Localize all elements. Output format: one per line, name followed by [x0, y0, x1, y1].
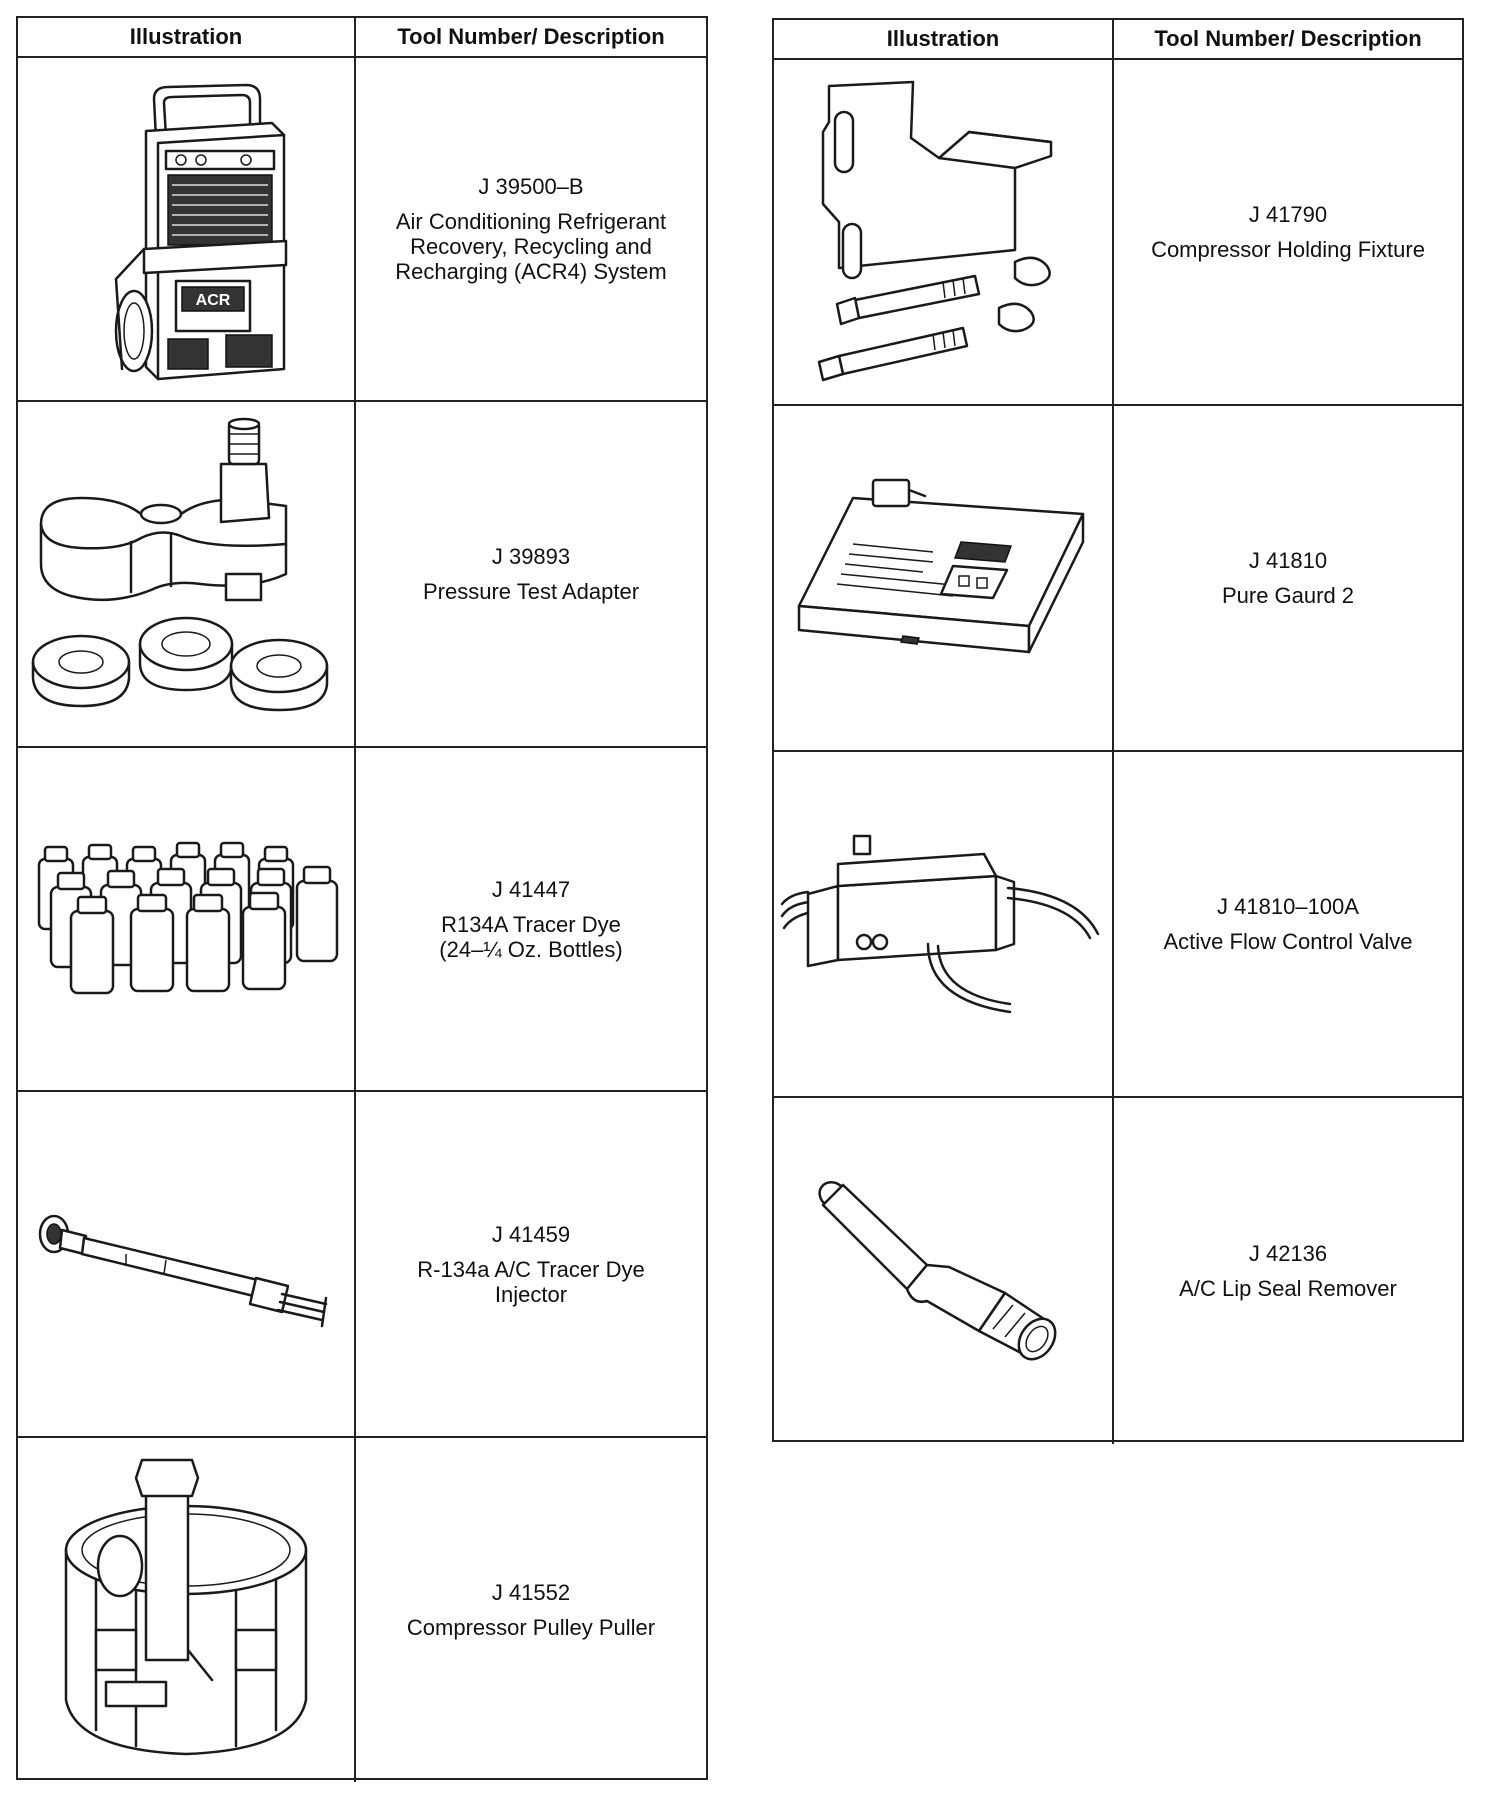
illustration-cell: [774, 406, 1114, 750]
tool-description: Pressure Test Adapter: [422, 579, 640, 604]
tool-number: J 39500–B: [478, 174, 584, 199]
right-header-row: Illustration Tool Number/ Description: [774, 20, 1462, 60]
dye-injector-icon: [38, 1214, 328, 1328]
left-header-row: Illustration Tool Number/ Description: [18, 18, 706, 58]
table-row: J 41552 Compressor Pulley Puller: [18, 1438, 706, 1782]
illustration-cell: ACR: [18, 58, 356, 400]
tool-description: Compressor Pulley Puller: [406, 1615, 656, 1640]
right-tool-table: Illustration Tool Number/ Description: [772, 18, 1464, 1444]
tool-number: J 41552: [491, 1580, 571, 1605]
table-row: J 39893 Pressure Test Adapter: [18, 402, 706, 748]
tool-number: J 39893: [491, 544, 571, 569]
lip-seal-remover-icon: [818, 1181, 1057, 1361]
table-row: J 41810 Pure Gaurd 2: [774, 406, 1462, 752]
table-row: ACR J 39500–B Air Conditioning Refrigera…: [18, 58, 706, 402]
tool-number: J 41810–100A: [1217, 894, 1359, 919]
tool-description-cell: J 41810 Pure Gaurd 2: [1114, 406, 1462, 750]
tool-description: Compressor Holding Fixture: [1151, 237, 1425, 262]
tool-description: Active Flow Control Valve: [1163, 929, 1413, 954]
illustration-cell: [18, 748, 356, 1090]
tool-number: J 41810: [1248, 548, 1328, 573]
illustration-cell: [774, 60, 1114, 404]
illustration-cell: [774, 752, 1114, 1096]
illustration-cell: [18, 1438, 356, 1782]
tool-number: J 41447: [491, 876, 571, 902]
tool-description: R-134a A/C Tracer Dye Injector: [417, 1256, 645, 1307]
illustration-header: Illustration: [774, 20, 1114, 58]
tool-description: R134A Tracer Dye (24–¼ Oz. Bottles): [439, 911, 623, 962]
acr4-logo: ACR: [196, 292, 231, 309]
tool-description-cell: J 41459 R-134a A/C Tracer Dye Injector: [356, 1092, 706, 1436]
table-row: J 41790 Compressor Holding Fixture: [774, 60, 1462, 406]
table-row: J 41810–100A Active Flow Control Valve: [774, 752, 1462, 1098]
illustration-header: Illustration: [18, 18, 356, 56]
table-row: J 41447 R134A Tracer Dye (24–¼ Oz. Bottl…: [18, 748, 706, 1092]
left-tool-table: Illustration Tool Number/ Description: [16, 16, 708, 1782]
tool-description: Pure Gaurd 2: [1221, 583, 1355, 608]
illustration-cell: [18, 402, 356, 746]
tool-description-cell: J 39500–B Air Conditioning Refrigerant R…: [356, 58, 706, 400]
illustration-cell: [18, 1092, 356, 1436]
tool-description-cell: J 42136 A/C Lip Seal Remover: [1114, 1098, 1462, 1444]
illustration-cell: [774, 1098, 1114, 1444]
tool-description-cell: J 41810–100A Active Flow Control Valve: [1114, 752, 1462, 1096]
holding-fixture-icon: [817, 80, 1053, 382]
pressure-test-adapter-icon: [31, 417, 329, 712]
tool-description-cell: J 41790 Compressor Holding Fixture: [1114, 60, 1462, 404]
tool-description-cell: J 41552 Compressor Pulley Puller: [356, 1438, 706, 1782]
pure-guard-analyzer-icon: [797, 478, 1085, 654]
tool-number: J 42136: [1248, 1241, 1328, 1266]
tracer-dye-bottles-icon: [37, 841, 339, 995]
tool-number: J 41459: [491, 1221, 571, 1247]
flow-control-valve-icon: [780, 834, 1100, 1014]
tool-number-description-header: Tool Number/ Description: [1154, 26, 1422, 51]
table-row: J 41459 R-134a A/C Tracer Dye Injector: [18, 1092, 706, 1438]
pulley-puller-icon: [64, 1458, 308, 1756]
tool-number: J 41790: [1248, 202, 1328, 227]
acr4-recovery-machine-icon: ACR: [114, 83, 288, 381]
tool-number-description-header: Tool Number/ Description: [397, 24, 665, 49]
tool-description: A/C Lip Seal Remover: [1179, 1276, 1397, 1301]
table-row: J 42136 A/C Lip Seal Remover: [774, 1098, 1462, 1444]
tool-description: Air Conditioning Refrigerant Recovery, R…: [395, 209, 667, 284]
tool-description-cell: J 41447 R134A Tracer Dye (24–¼ Oz. Bottl…: [356, 748, 706, 1090]
tool-description-cell: J 39893 Pressure Test Adapter: [356, 402, 706, 746]
